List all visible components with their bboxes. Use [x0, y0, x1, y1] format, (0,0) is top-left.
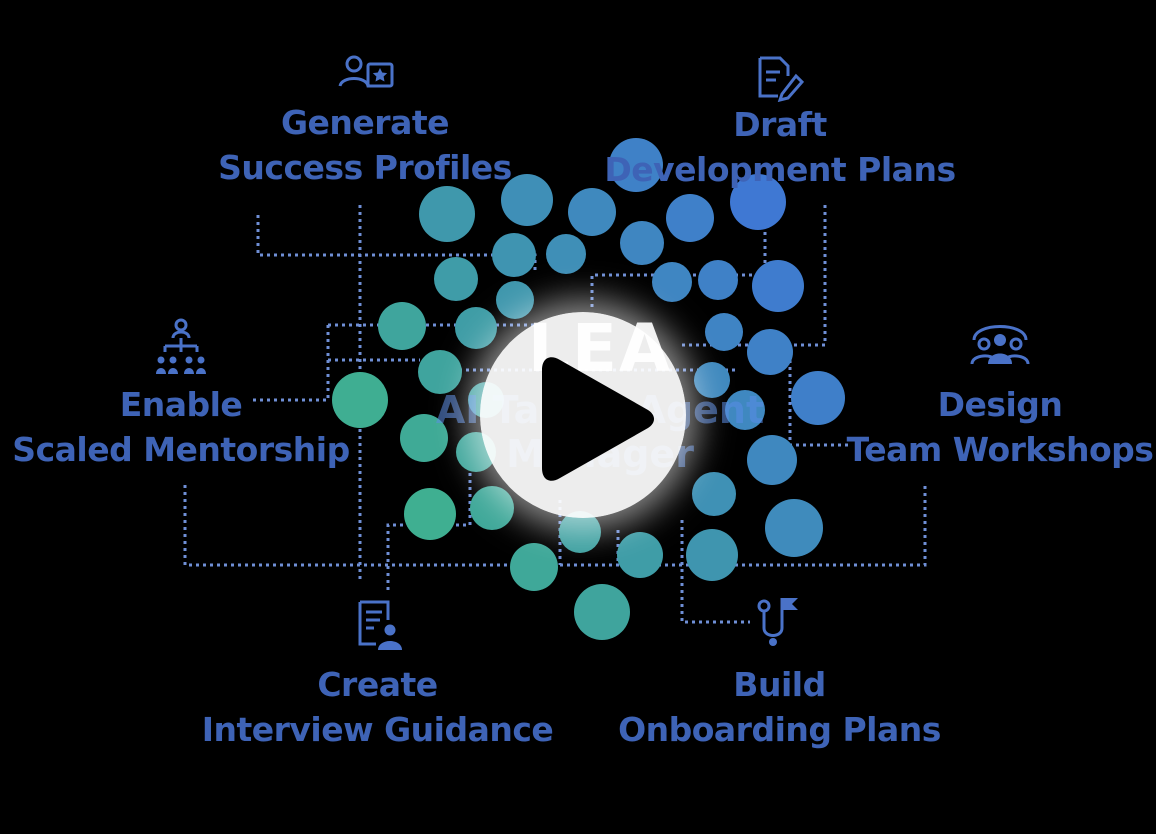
cluster-dot	[730, 174, 786, 230]
flag-path-icon	[612, 594, 947, 662]
feature-success-profiles-line1: Generate	[280, 103, 450, 142]
cluster-dot	[747, 435, 797, 485]
feature-scaled-mentorship: Enable Scaled Mentorship	[5, 318, 357, 472]
feature-team-workshops-line2: Team Workshops	[846, 430, 1154, 469]
cluster-dot	[692, 472, 736, 516]
cluster-dot	[404, 488, 456, 540]
cluster-dot	[725, 390, 765, 430]
cluster-dot	[574, 584, 630, 640]
feature-development-plans-line1: Draft	[733, 105, 827, 144]
cluster-dot	[666, 194, 714, 242]
feature-development-plans: Draft Development Plans	[600, 54, 960, 192]
play-button[interactable]	[480, 312, 686, 518]
cluster-dot	[617, 532, 663, 578]
cluster-dot	[694, 362, 730, 398]
connector-line	[680, 205, 827, 347]
feature-interview-guidance: Create Interview Guidance	[195, 598, 560, 752]
cluster-dot	[470, 486, 514, 530]
cluster-dot	[400, 414, 448, 462]
cluster-dot	[510, 543, 558, 591]
cluster-dot	[568, 188, 616, 236]
feature-onboarding-plans: Build Onboarding Plans	[612, 594, 947, 752]
cluster-dot	[765, 499, 823, 557]
feature-team-workshops-line1: Design	[937, 385, 1063, 424]
cluster-dot	[419, 186, 475, 242]
cluster-dot	[747, 329, 793, 375]
feature-onboarding-plans-line2: Onboarding Plans	[618, 710, 941, 749]
cluster-dot	[546, 234, 586, 274]
feature-development-plans-line2: Development Plans	[604, 150, 956, 189]
team-group-icon	[845, 318, 1155, 382]
document-pen-icon	[600, 54, 960, 102]
connector-line	[590, 225, 767, 310]
cluster-dot	[378, 302, 426, 350]
feature-success-profiles-line2: Success Profiles	[218, 148, 512, 187]
cluster-dot	[332, 372, 388, 428]
connector-line	[256, 215, 537, 270]
feature-onboarding-plans-line1: Build	[733, 665, 826, 704]
org-hierarchy-icon	[5, 318, 357, 382]
feature-interview-guidance-line2: Interview Guidance	[201, 710, 554, 749]
cluster-dot	[609, 138, 663, 192]
cluster-dot	[559, 511, 601, 553]
feature-scaled-mentorship-line2: Scaled Mentorship	[12, 430, 350, 469]
cluster-dot	[698, 260, 738, 300]
feature-success-profiles: Generate Success Profiles	[215, 52, 515, 190]
cluster-dot	[791, 371, 845, 425]
connector-line	[250, 325, 330, 402]
cluster-dot	[620, 221, 664, 265]
cluster-dot	[434, 257, 478, 301]
cluster-dot	[705, 313, 743, 351]
cluster-dot	[752, 260, 804, 312]
feature-interview-guidance-line1: Create	[317, 665, 438, 704]
cluster-dot	[455, 307, 497, 349]
profile-star-icon	[215, 52, 515, 100]
cluster-dot	[492, 233, 536, 277]
play-icon	[542, 357, 654, 481]
feature-scaled-mentorship-line1: Enable	[119, 385, 243, 424]
cluster-dot	[418, 350, 462, 394]
cluster-dot	[501, 174, 553, 226]
cluster-dot	[652, 262, 692, 302]
cluster-dot	[496, 281, 534, 319]
interview-document-icon	[195, 598, 560, 662]
cluster-dot	[686, 529, 738, 581]
connector-line	[680, 520, 750, 624]
feature-team-workshops: Design Team Workshops	[845, 318, 1155, 472]
dot-cluster	[332, 138, 845, 640]
